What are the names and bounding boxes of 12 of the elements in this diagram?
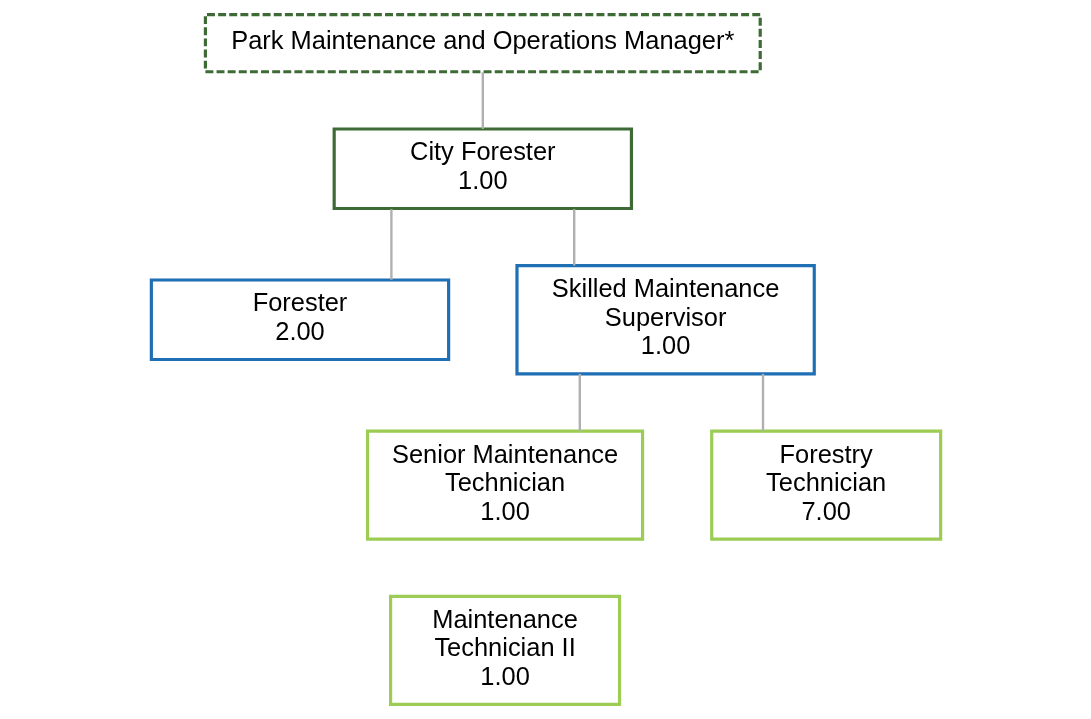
connector [761, 373, 764, 431]
node-box: Skilled Maintenance Supervisor 1.00 [514, 264, 816, 376]
connector [389, 209, 393, 280]
node-box: Forester 2.00 [149, 278, 450, 362]
connector [572, 209, 575, 266]
node-box: Park Maintenance and Operations Manager* [203, 12, 762, 74]
connector [481, 72, 484, 129]
node-box: Forestry Technician 7.00 [709, 429, 942, 541]
node-box: Senior Maintenance Technician 1.00 [365, 429, 644, 541]
node-box: City Forester 1.00 [332, 127, 633, 211]
connector [578, 373, 581, 431]
node-box: Maintenance Technician II 1.00 [388, 594, 621, 707]
